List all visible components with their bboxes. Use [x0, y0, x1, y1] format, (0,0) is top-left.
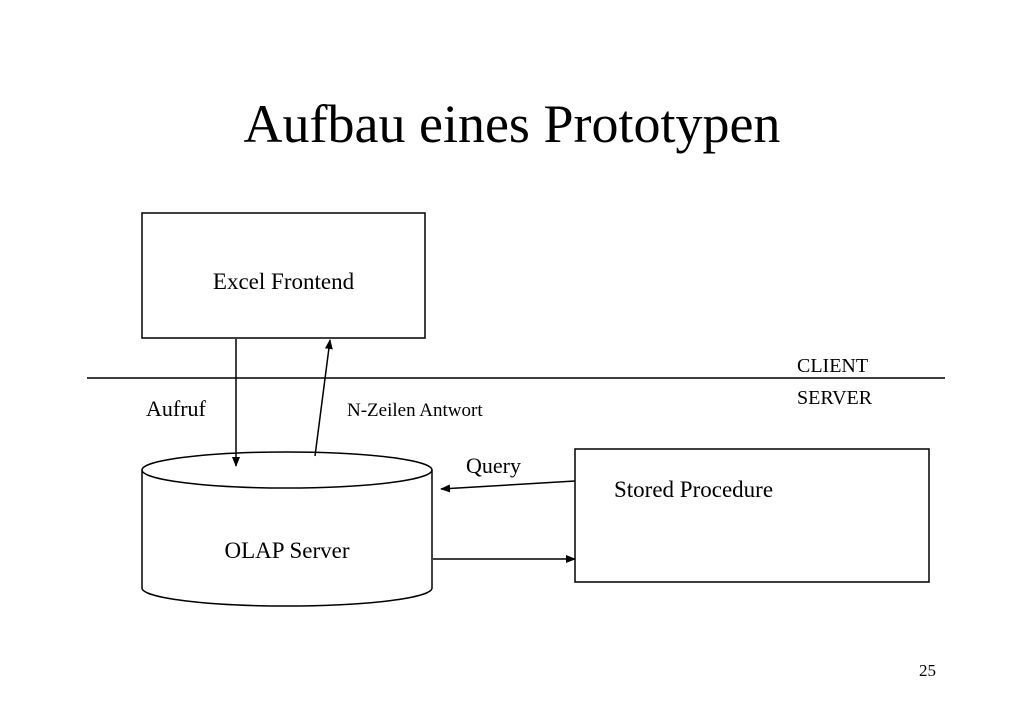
olap-server-cylinder-body [141, 470, 433, 607]
aufruf-label: Aufruf [146, 396, 206, 421]
slide-title: Aufbau eines Prototypen [243, 94, 781, 154]
query-arrow [440, 480, 576, 493]
olap-server-cylinder-top [141, 451, 433, 489]
stored-procedure-box [574, 448, 930, 583]
client-zone-label: CLIENT [797, 355, 869, 377]
server-zone-label: SERVER [797, 387, 873, 409]
excel-frontend-label: Excel Frontend [212, 269, 355, 294]
page-number: 25 [919, 661, 936, 680]
n-zeilen-antwort-arrow [314, 339, 333, 457]
olap-server-cylinder [141, 451, 433, 607]
query-label: Query [466, 453, 521, 478]
n-zeilen-antwort-label: N-Zeilen Antwort [347, 400, 483, 421]
olap-server-label: OLAP Server [224, 538, 350, 563]
excel-frontend-box [141, 212, 426, 339]
stored-procedure-label: Stored Procedure [614, 477, 774, 502]
